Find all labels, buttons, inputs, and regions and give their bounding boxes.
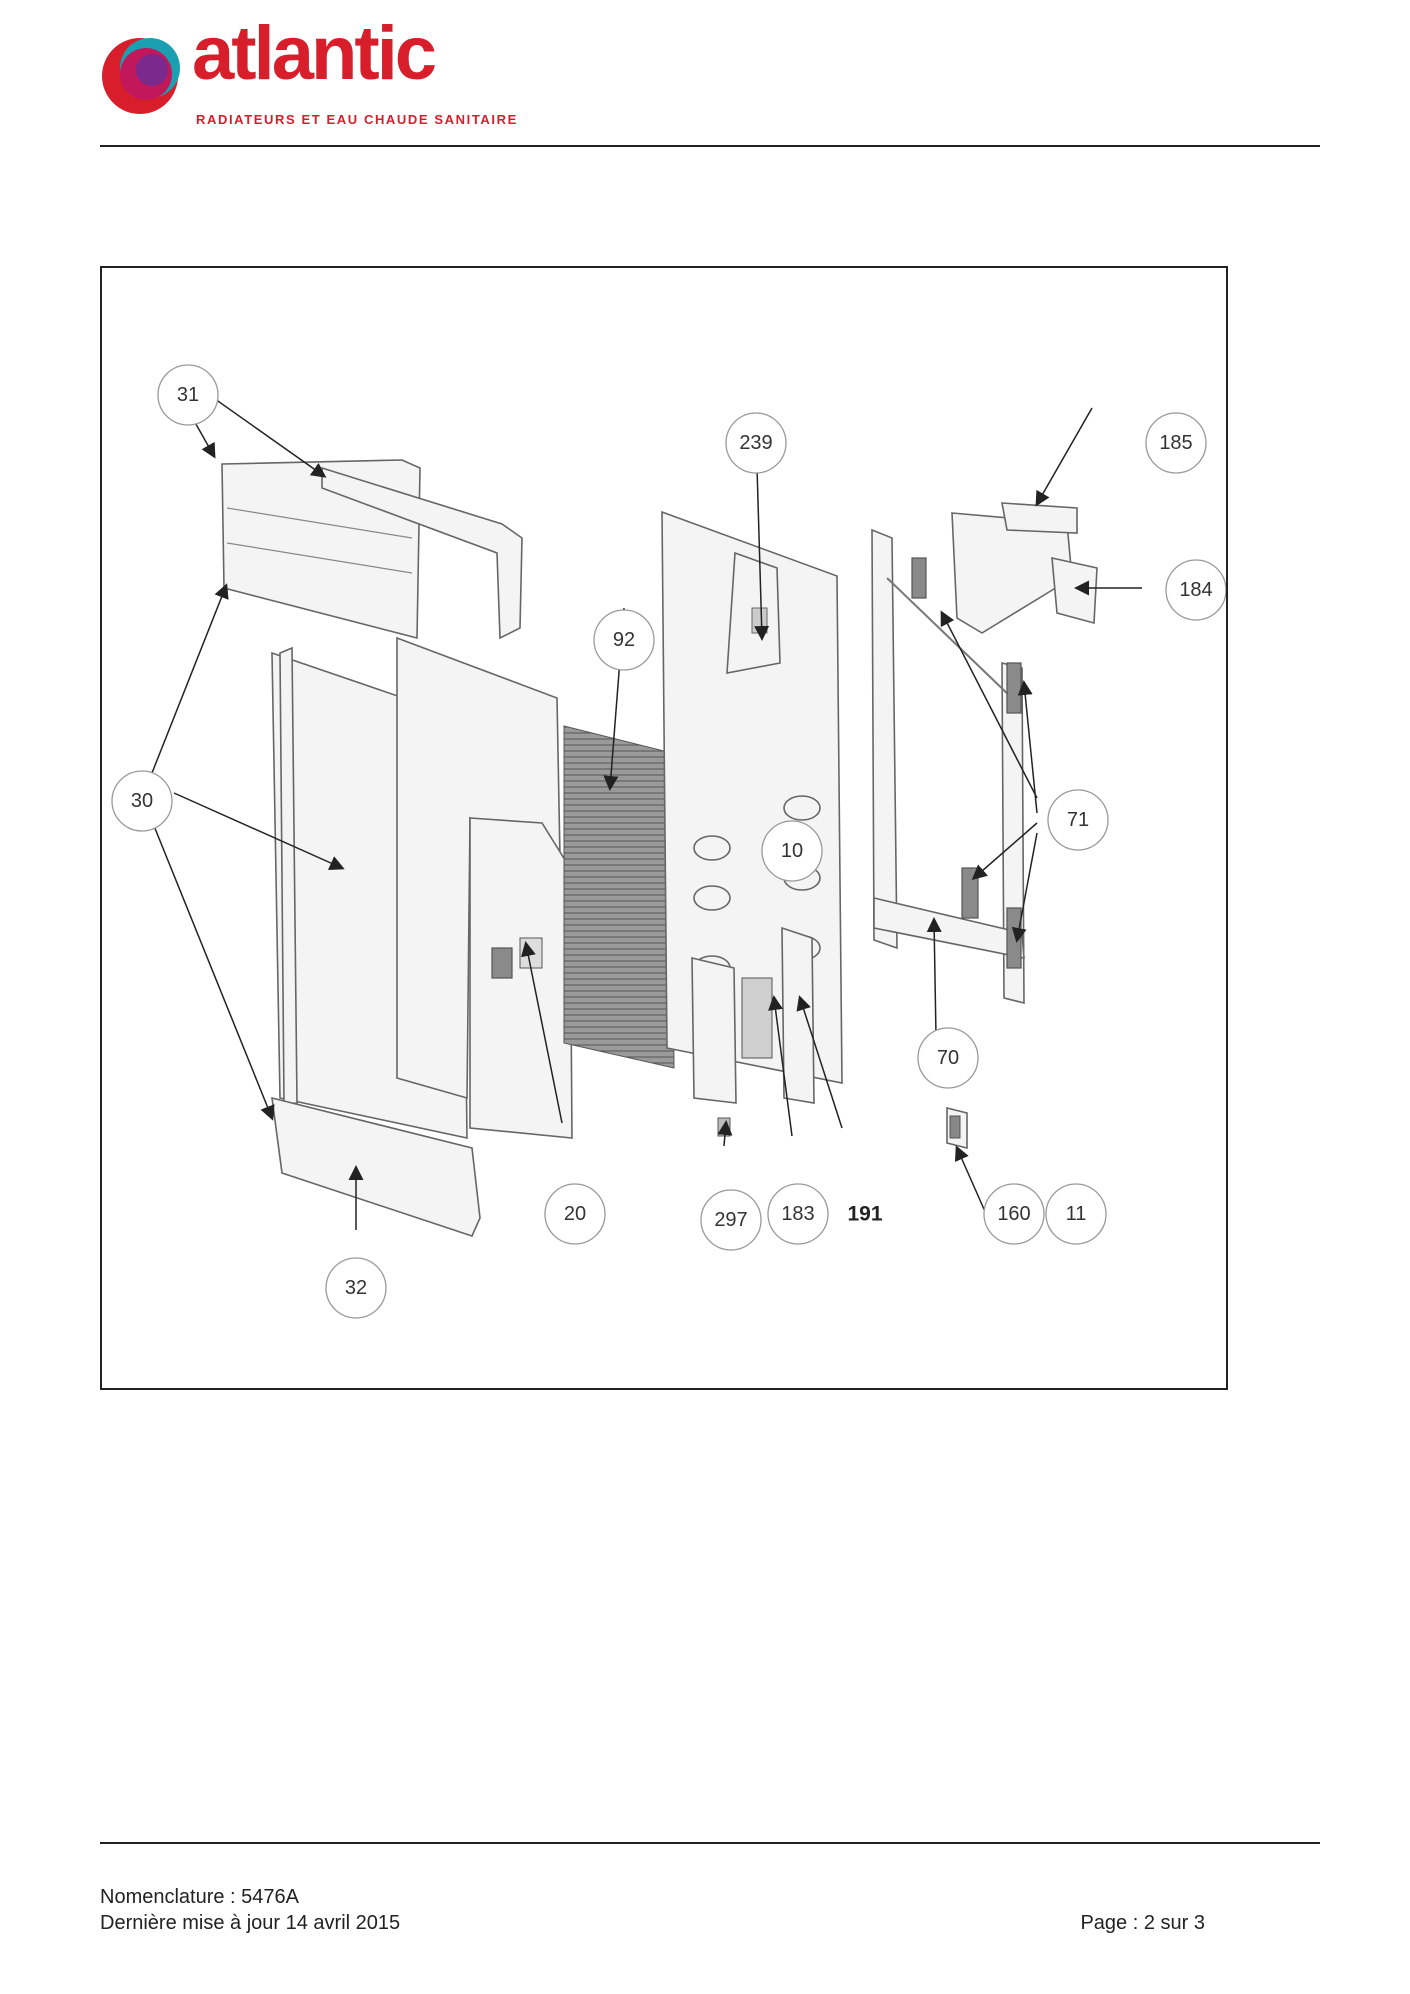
callout-31: 31 (157, 364, 219, 426)
callout-185-label: 185 (1159, 432, 1192, 454)
callout-20: 20 (544, 1183, 606, 1245)
wall-bracket-parts (911, 557, 1022, 969)
callout-32: 32 (325, 1257, 387, 1319)
callout-10-label: 10 (781, 840, 803, 862)
callout-191-label: 191 (847, 1203, 882, 1226)
bottom-cover-part (271, 1096, 481, 1237)
exploded-diagram: 31 239 185 184 92 30 71 10 (100, 266, 1228, 1390)
callout-92: 92 (593, 609, 655, 671)
footer-divider (100, 1842, 1320, 1844)
heating-grill-part (563, 725, 675, 1069)
brand-name: atlantic (192, 11, 437, 96)
callout-297: 297 (700, 1189, 762, 1251)
callout-30-label: 30 (131, 790, 153, 812)
callout-32-label: 32 (345, 1277, 367, 1299)
top-cover-part (221, 459, 523, 640)
callout-30: 30 (111, 770, 173, 832)
callout-183: 183 (767, 1183, 829, 1245)
callout-184-label: 184 (1179, 579, 1212, 601)
callout-185: 185 (1145, 412, 1207, 474)
callout-239-label: 239 (739, 432, 772, 454)
brand-tagline: RADIATEURS ET EAU CHAUDE SANITAIRE (196, 112, 518, 127)
control-board-part (691, 926, 815, 1137)
diagram-drawing: 31 239 185 184 92 30 71 10 (111, 364, 1226, 1319)
callout-31-label: 31 (177, 384, 199, 406)
callout-160: 160 (983, 1183, 1045, 1245)
callout-297-label: 297 (714, 1209, 747, 1231)
thermostat-housing-part (951, 502, 1098, 634)
callout-10: 10 (761, 820, 823, 882)
callout-239: 239 (725, 412, 787, 474)
callout-71-label: 71 (1067, 809, 1089, 831)
logo-mark-icon (102, 38, 180, 114)
callout-11: 11 (1045, 1183, 1107, 1245)
footer-nomenclature: Nomenclature : 5476A (100, 1886, 300, 1908)
callout-11-label: 11 (1066, 1203, 1087, 1225)
callout-70: 70 (917, 1027, 979, 1089)
reflector-panel-part (396, 636, 573, 1139)
callout-183-label: 183 (781, 1203, 814, 1225)
footer-updated: Dernière mise à jour 14 avril 2015 (100, 1912, 401, 1934)
callout-160-label: 160 (997, 1203, 1030, 1225)
atlantic-logo: atlantic RADIATEURS ET EAU CHAUDE SANITA… (100, 16, 520, 130)
callout-92-label: 92 (613, 629, 635, 651)
callout-71: 71 (1047, 789, 1109, 851)
callout-70-label: 70 (937, 1047, 959, 1069)
footer-page-number: Page : 2 sur 3 (1080, 1912, 1205, 1934)
switch-part (946, 1106, 968, 1150)
callout-184: 184 (1165, 559, 1226, 621)
callout-20-label: 20 (564, 1203, 586, 1225)
header-divider (100, 145, 1320, 147)
